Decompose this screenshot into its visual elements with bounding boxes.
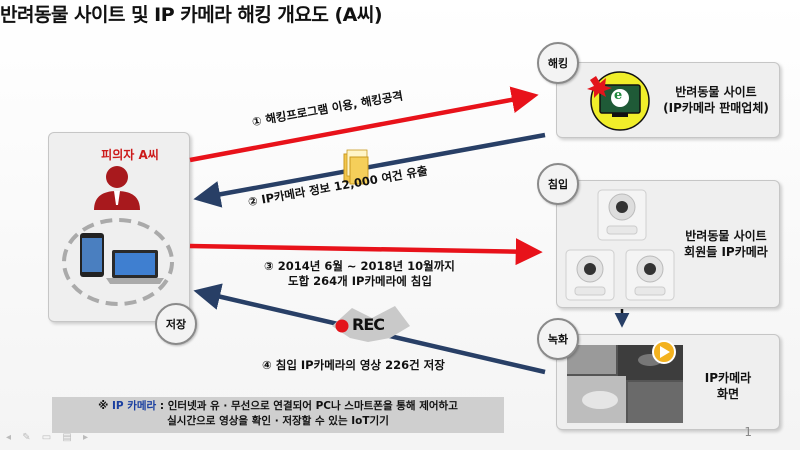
intrude-badge: 침입 [537,163,579,205]
ip-camera-icon-1 [597,189,647,241]
camera-screen-label: IP카메라 화면 [690,370,766,402]
camera-intrusion-arrow [189,238,543,266]
victim-label: 피의자 A씨 [101,148,159,162]
play-icon[interactable] [652,340,676,364]
member-cameras-label-line1: 반려동물 사이트 [685,229,767,243]
record-badge: 녹화 [537,318,579,360]
page-number: 1 [744,425,752,439]
rec-badge [332,306,410,342]
data-leak-arrow [193,132,546,208]
note-line-2: 실시간으로 영상을 확인 · 저장할 수 있는 IoT기기 [167,415,389,427]
device-circle [62,218,174,306]
laptop-icon [106,250,164,284]
ip-camera-note: ※ IP 카메라 : 인터넷과 유 · 무선으로 연결되어 PC나 스마트폰을 … [52,397,504,433]
folder-icon [343,149,369,185]
page-title: 반려동물 사이트 및 IP 카메라 해킹 개요도 (A씨) [0,4,383,26]
note-mark: ※ [98,400,109,412]
step-3-label-line1: ③ 2014년 6월 ~ 2018년 10월까지 [264,259,455,273]
rec-label: REC [352,315,385,334]
hacked-site-label: 반려동물 사이트 (IP카메라 판매업체) [660,84,772,116]
step-3-label-line2: 도합 264개 IP카메라에 침입 [288,274,432,288]
ip-camera-icon-3 [625,249,675,301]
save-badge: 저장 [155,303,197,345]
note-line-1-text: : 인터넷과 유 · 무선으로 연결되어 PC나 스마트폰을 통해 제어하고 [156,400,458,412]
person-icon [94,166,140,210]
ip-camera-icon-2 [565,249,615,301]
site-icon-letter: e [614,88,623,103]
member-cameras-label-line2: 회원들 IP카메라 [684,245,768,259]
hack-badge: 해킹 [537,42,579,84]
smartphone-icon [80,233,104,277]
note-line-1: ※ IP 카메라 : 인터넷과 유 · 무선으로 연결되어 PC나 스마트폰을 … [52,399,504,414]
step-4-label: ④ 침입 IP카메라의 영상 226건 저장 [262,358,445,372]
hack-attack-arrow [189,86,539,163]
hacked-site-label-line1: 반려동물 사이트 [675,85,757,99]
hacked-site-icon [587,71,650,131]
note-key: IP 카메라 [111,400,157,412]
hacked-site-label-line2: (IP카메라 판매업체) [663,101,769,115]
member-cameras-label: 반려동물 사이트 회원들 IP카메라 [678,228,774,260]
camera-footage-collage [565,343,685,425]
slide-nav-controls[interactable]: ◂ ✎ ▭ ▤ ▸ [6,432,93,443]
victim-panel [48,132,190,322]
camera-screen-label-line1: IP카메라 [704,371,752,385]
camera-screen-label-line2: 화면 [716,387,740,401]
